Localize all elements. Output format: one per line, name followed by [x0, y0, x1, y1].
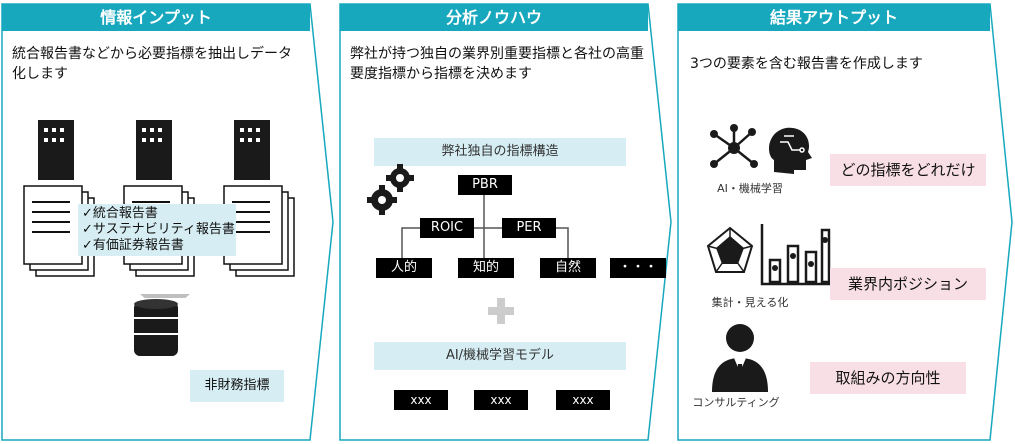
input-panel-title: 情報インプット	[2, 4, 310, 31]
tree-leaf-human: 人的	[376, 258, 432, 278]
output-label-which-indicators: どの指標をどれだけ	[830, 154, 986, 186]
model-output-1: xxx	[394, 390, 448, 410]
item-caption-consulting: コンサルティング	[692, 396, 780, 409]
radar-bar-chart-icon	[706, 224, 831, 286]
plus-icon	[488, 298, 514, 324]
output-panel-title: 結果アウトプット	[678, 4, 990, 31]
ai-model-label: AI/機械学習モデル	[374, 342, 626, 370]
tree-node-per: PER	[502, 218, 556, 238]
document-list: ✓統合報告書 ✓サステナビリティ報告書 ✓有価証券報告書	[78, 204, 236, 256]
document-item-integrated: ✓統合報告書	[82, 206, 158, 221]
network-brain-icon	[710, 124, 812, 174]
tree-leaf-natural: 自然	[540, 258, 596, 278]
item-caption-ai: AI・機械学習	[717, 182, 783, 195]
tree-leaf-more: ・・・	[610, 258, 666, 278]
tree-node-roic: ROIC	[420, 218, 474, 238]
tree-leaf-intellectual: 知的	[458, 258, 514, 278]
output-description: 3つの要素を含む報告書を作成します	[690, 56, 923, 72]
consultant-icon	[712, 324, 768, 392]
indicator-structure-label: 弊社独自の指標構造	[374, 138, 626, 166]
analysis-description: 弊社が持つ独自の業界別重要指標と各社の高重要度指標から指標を決めます	[350, 46, 644, 82]
tree-root-pbr: PBR	[458, 175, 512, 195]
analysis-panel-title: 分析ノウハウ	[340, 4, 648, 31]
output-label-direction: 取組みの方向性	[810, 362, 966, 394]
document-item-sustainability: ✓サステナビリティ報告書	[82, 222, 235, 237]
gears-icon	[367, 164, 414, 215]
output-label-industry-position: 業界内ポジション	[830, 268, 986, 300]
database-icon	[134, 299, 178, 356]
model-output-3: xxx	[556, 390, 610, 410]
model-output-2: xxx	[474, 390, 528, 410]
item-caption-aggregation: 集計・見える化	[711, 296, 789, 309]
input-description: 統合報告書などから必要指標を抽出しデータ化します	[12, 46, 292, 82]
document-item-securities: ✓有価証券報告書	[82, 238, 184, 253]
non-financial-indicators-label: 非財務指標	[190, 370, 284, 402]
